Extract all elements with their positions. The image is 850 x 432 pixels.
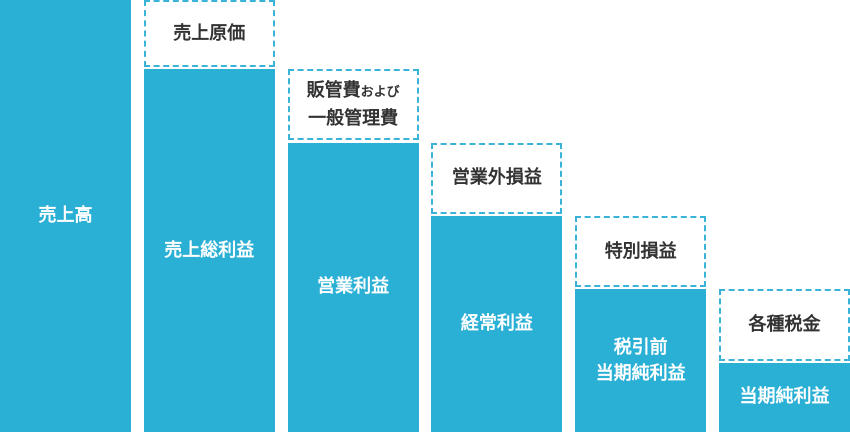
deduction-label-sga-main: 販管費 <box>306 79 361 101</box>
bar-ordinary-profit: 経常利益 <box>431 216 563 432</box>
deduction-extraordinary: 特別損益 <box>575 216 707 288</box>
bar-net-profit: 当期純利益 <box>719 362 850 432</box>
bar-label-operating-profit: 営業利益 <box>317 276 390 298</box>
bar-label-ordinary-profit: 経常利益 <box>460 313 533 334</box>
deduction-label-sga-line2: 一般管理費 <box>308 107 399 129</box>
bar-label-net-profit: 当期純利益 <box>739 386 830 408</box>
bar-label-gross-profit: 売上総利益 <box>164 239 255 261</box>
deduction-label-sga-small: および <box>360 84 400 100</box>
deduction-label-taxes: 各種税金 <box>748 314 821 336</box>
deduction-label-extraordinary: 特別損益 <box>604 240 677 262</box>
deduction-cost-of-sales: 売上原価 <box>143 0 275 68</box>
deduction-label-cost-of-sales: 売上原価 <box>173 22 246 44</box>
bar-label-pretax-profit: 税引前 当期純利益 <box>595 336 686 384</box>
bar-operating-profit: 営業利益 <box>287 142 419 432</box>
bar-gross-profit: 売上総利益 <box>143 69 275 432</box>
deduction-label-non-operating: 営業外損益 <box>451 167 542 189</box>
bar-sales: 売上高 <box>0 0 131 432</box>
deduction-non-operating: 営業外損益 <box>431 142 563 214</box>
deduction-sga: 販管費および一般管理費 <box>287 69 419 141</box>
deduction-label-sga: 販管費および一般管理費 <box>307 78 400 132</box>
bar-pretax-profit: 税引前 当期純利益 <box>575 289 707 432</box>
deduction-taxes: 各種税金 <box>719 289 850 361</box>
bar-label-sales: 売上高 <box>38 205 93 226</box>
